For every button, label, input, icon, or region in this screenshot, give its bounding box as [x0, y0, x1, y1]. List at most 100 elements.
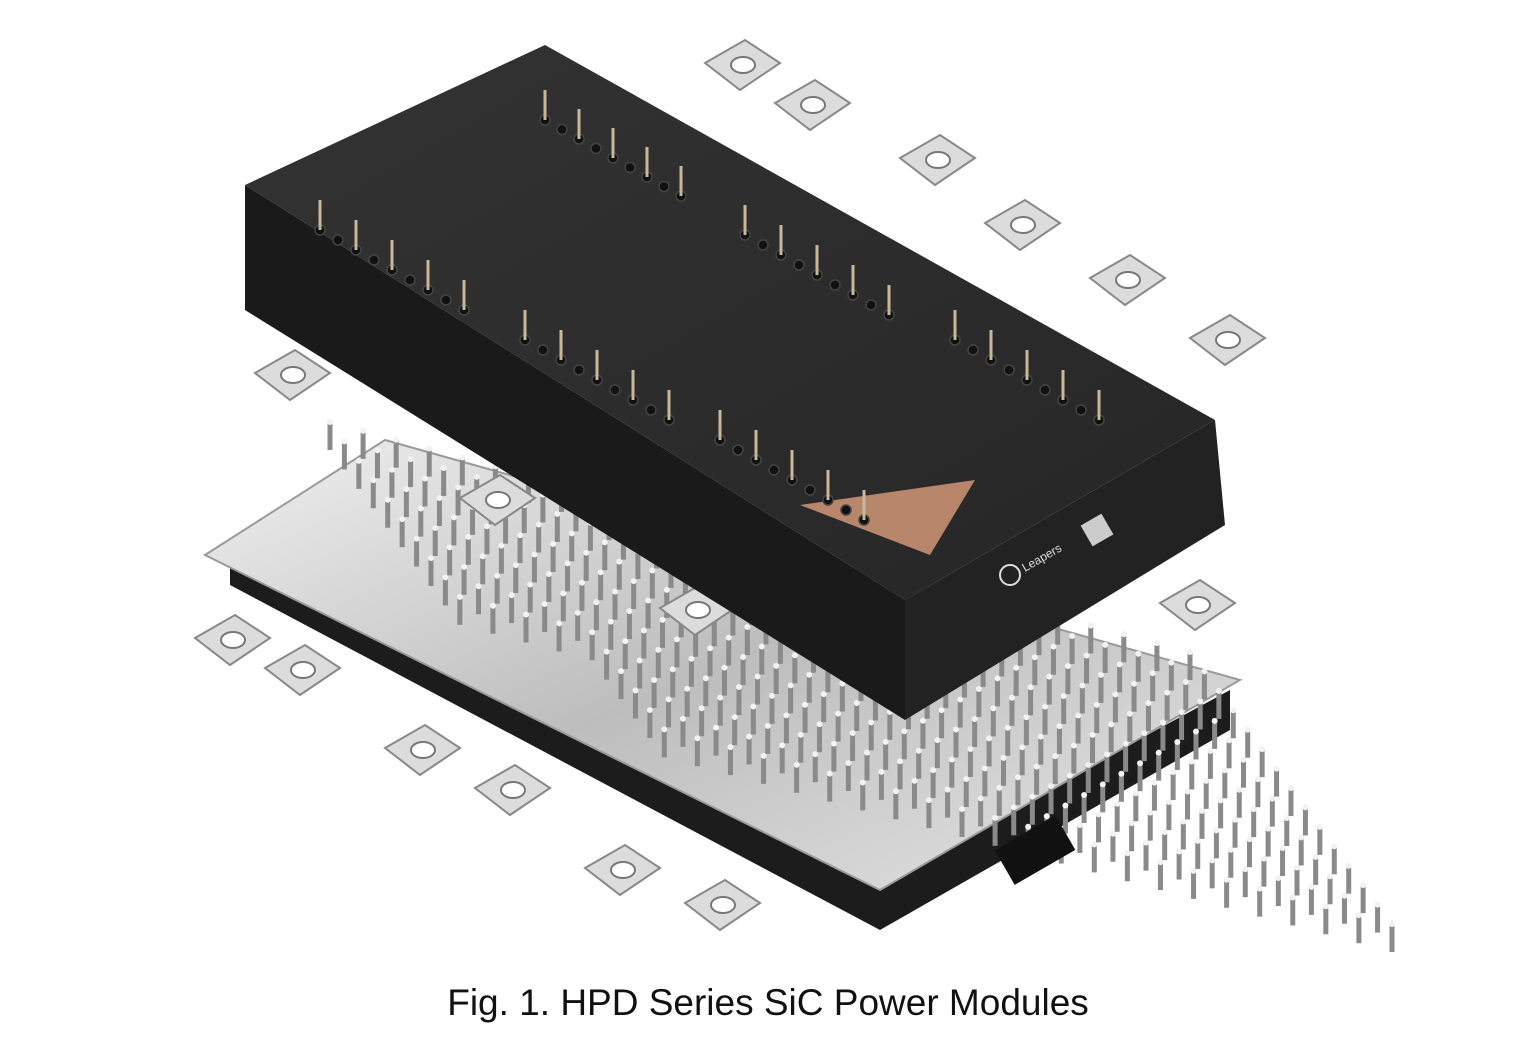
- pin-fin-tip: [992, 814, 999, 821]
- pin-fin-tip: [374, 447, 381, 454]
- pin-fin-tip: [646, 706, 653, 713]
- pin-fin-tip: [1327, 873, 1334, 880]
- pin-socket: [573, 364, 585, 376]
- pin-fin-tip: [1095, 811, 1102, 818]
- top-housing-left-side: [245, 185, 905, 720]
- pin-fin-tip: [925, 797, 932, 804]
- power-terminal: [193, 613, 272, 667]
- pin-fin-tip: [981, 765, 988, 772]
- pin-fin-tip: [1254, 776, 1261, 783]
- pin-fin-tip: [953, 726, 960, 733]
- pin-fin-tip: [1242, 866, 1249, 873]
- pin-fin-tip: [783, 712, 790, 719]
- pin-fin-tip: [1331, 843, 1338, 850]
- pin-fin-tip: [698, 705, 705, 712]
- pin-socket: [537, 344, 549, 356]
- pin-socket: [1075, 404, 1087, 416]
- pin-fin-tip: [971, 715, 978, 722]
- pin-fin-tip: [1187, 649, 1193, 655]
- pin-fin-tip: [1037, 733, 1044, 740]
- pin-socket: [332, 234, 344, 246]
- pin-fin-tip: [1079, 682, 1086, 689]
- pin-fin-tip: [948, 756, 955, 763]
- pin-fin-tip: [1211, 717, 1218, 724]
- bottom-module: [193, 419, 1395, 952]
- pin-fin-tip: [1273, 765, 1280, 772]
- pin-fin-tip: [1236, 786, 1243, 793]
- pin-fin-tip: [554, 510, 561, 517]
- pin-fin-tip: [455, 484, 462, 491]
- pin-fin-tip: [1184, 788, 1191, 795]
- pin-fin-tip: [1091, 841, 1098, 848]
- pin-fin-tip: [826, 770, 833, 777]
- pin-fin-tip: [1360, 882, 1367, 889]
- pin-fin-tip: [589, 629, 596, 636]
- pin-fin-tip: [607, 618, 614, 625]
- pin-socket: [757, 239, 769, 251]
- pin-socket: [556, 123, 568, 136]
- pin-fin-tip: [665, 696, 672, 703]
- pin-fin-tip: [707, 645, 714, 652]
- pin-fin-tip: [1182, 679, 1189, 686]
- pin-fin-tip: [1215, 687, 1222, 694]
- pin-fin-tip: [568, 530, 575, 537]
- pin-fin-tip: [618, 668, 625, 675]
- pin-fin-tip: [1013, 664, 1020, 671]
- pin-fin-tip: [1316, 823, 1323, 830]
- pin-fin-tip: [892, 788, 899, 795]
- pin-fin-tip: [1118, 770, 1125, 777]
- pin-fin-tip: [773, 662, 780, 669]
- pin-fin-tip: [797, 731, 804, 738]
- pin-fin-tip: [963, 775, 970, 782]
- pin-fin-tip: [930, 767, 937, 774]
- pin-fin-tip: [1033, 763, 1040, 770]
- pin-fin-tip: [456, 593, 463, 600]
- pin-fin-tip: [679, 715, 686, 722]
- pin-fin-tip: [1019, 744, 1026, 751]
- power-terminal: [703, 38, 782, 92]
- pin-fin-tip: [1081, 791, 1088, 798]
- pin-fin-tip: [422, 475, 429, 482]
- power-module-illustration: Leapers: [193, 38, 1395, 952]
- pin-fin-tip: [915, 747, 922, 754]
- pin-fin-tip: [750, 703, 757, 710]
- pin-fin-tip: [1069, 633, 1076, 640]
- top-housing-right-side: [905, 420, 1225, 720]
- pin-fin-tip: [1135, 650, 1142, 657]
- power-terminal: [473, 763, 552, 817]
- pin-fin-tip: [1155, 749, 1162, 756]
- pin-fin-tip: [1050, 643, 1057, 650]
- pin-socket: [829, 279, 841, 291]
- pin-fin-tip: [1341, 892, 1348, 899]
- power-terminal: [383, 723, 462, 777]
- pin-fin-tip: [1232, 816, 1239, 823]
- pin-fin-tip: [1023, 714, 1030, 721]
- pin-socket: [1039, 384, 1051, 396]
- pin-fin-tip: [1089, 731, 1096, 738]
- pin-fin-tip: [1265, 825, 1272, 832]
- pin-fin-tip: [1178, 709, 1185, 716]
- pin-fin-tip: [616, 558, 623, 565]
- pin-fin-tip: [1194, 837, 1201, 844]
- pin-fin-tip: [859, 779, 866, 786]
- pin-fin-tip: [1103, 751, 1110, 758]
- pin-fin-tip: [740, 654, 747, 661]
- pin-fin-tip: [1279, 845, 1286, 852]
- pin-fin-tip: [1102, 641, 1109, 648]
- pin-fin-tip: [1275, 875, 1282, 882]
- pin-fin-tip: [523, 611, 530, 618]
- pin-fin-tip: [659, 616, 666, 623]
- pin-fin-tip: [384, 496, 391, 503]
- pin-fin-tip: [1145, 700, 1152, 707]
- pin-fin-tip: [651, 676, 658, 683]
- pin-fin-tip: [583, 549, 590, 556]
- pin-fin-tip: [341, 438, 348, 445]
- pin-fin-tip: [1198, 807, 1205, 814]
- pin-fin-tip: [758, 643, 765, 650]
- pin-fin-tip: [1076, 821, 1083, 828]
- pin-fin-tip: [393, 436, 400, 443]
- top-module: Leapers: [245, 38, 1267, 720]
- pin-fin-tip: [1165, 799, 1172, 806]
- pin-socket: [609, 384, 621, 396]
- pin-fin-tip: [640, 627, 647, 634]
